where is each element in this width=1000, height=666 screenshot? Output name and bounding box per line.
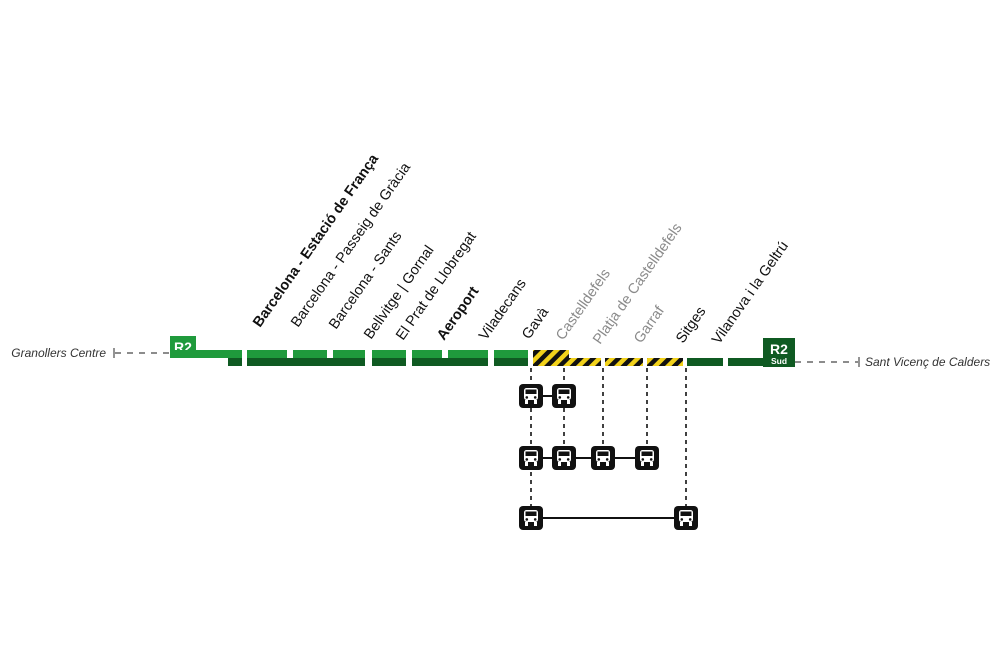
r2-sud-badge-background [763,338,795,367]
track-lower-seg [228,358,242,366]
west-connector [113,348,170,358]
line-track [170,350,764,366]
station-label: Barcelona - Sants [326,229,405,333]
station-label: Garraf [631,303,668,347]
track-upper-seg [494,350,528,358]
track-lower-seg [728,358,764,366]
hatched-seg [605,358,643,366]
hatched-seg [647,358,683,366]
r2-sud-line-badge: R2 Sud [763,338,795,367]
bus-icon [591,446,615,470]
east-connector [795,357,860,367]
track-lower-seg [687,358,723,366]
track-upper-seg [333,350,365,358]
track-upper-seg [170,350,242,358]
track-upper-seg [293,350,327,358]
track-lower-seg [494,358,528,366]
bus-icon [519,384,543,408]
track-upper-seg [372,350,406,358]
track-upper-seg [448,350,488,358]
track-lower-seg [247,358,365,366]
hatched-seg [533,350,569,366]
terminus-west-label: Granollers Centre [11,346,106,360]
bus-icon [552,384,576,408]
hatched-seg [569,358,601,366]
bus-icon [519,506,543,530]
r2-sud-badge-text: R2 [770,341,788,357]
track-lower-seg [372,358,406,366]
station-labels: Barcelona - Estació de França Barcelona … [250,151,792,348]
track-upper-seg [247,350,287,358]
track-upper-seg [412,350,442,358]
r2-sud-badge-subtext: Sud [771,356,787,366]
bus-icon [635,446,659,470]
terminus-east-label: Sant Vicenç de Calders [865,355,990,369]
station-label: Vilanova i la Geltrú [709,239,792,348]
bus-connectors [530,368,687,506]
bus-icon [674,506,698,530]
station-label: Sitges [673,304,709,346]
bus-icon [552,446,576,470]
bus-icon [519,446,543,470]
track-lower-seg [412,358,488,366]
station-label: Gavà [519,304,553,342]
